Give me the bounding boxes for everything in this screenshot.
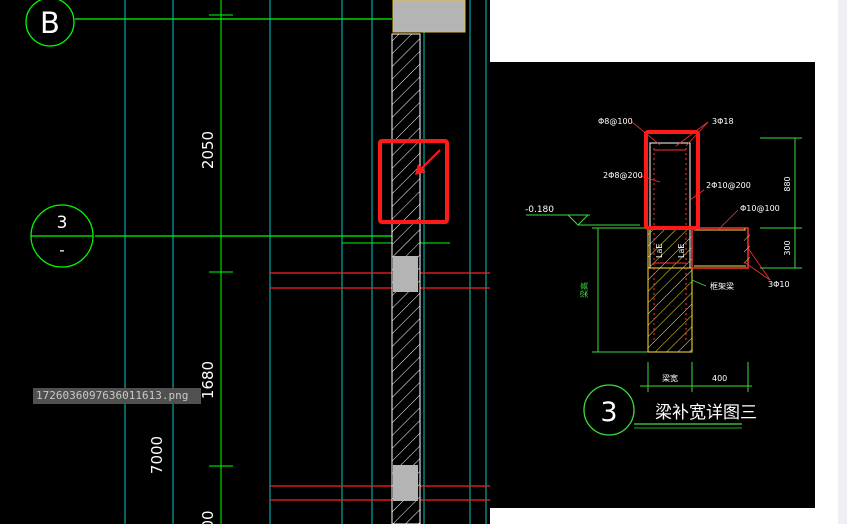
scrollbar-track[interactable] bbox=[838, 0, 847, 524]
highlight-arrow-head bbox=[415, 164, 426, 175]
side-slab-edge bbox=[744, 228, 750, 268]
detail-title-number: 3 bbox=[600, 397, 617, 428]
detail-ref-sheet: - bbox=[59, 241, 64, 259]
leader-line bbox=[691, 279, 707, 287]
grid-bubble-b bbox=[25, 0, 75, 47]
bottom-dim-left: 梁宽 bbox=[662, 373, 678, 383]
leader-line bbox=[747, 247, 771, 281]
white-gap bbox=[490, 0, 847, 62]
leader-line bbox=[639, 175, 661, 183]
label-frame-beam: 框架梁 bbox=[710, 281, 734, 291]
frame-beam-section bbox=[647, 267, 693, 353]
label-tie-top: Φ8@100 bbox=[598, 117, 633, 126]
column-block bbox=[393, 256, 418, 292]
dim-880: 880 bbox=[783, 176, 792, 191]
filename-tooltip: 1726036097636011613.png bbox=[33, 388, 201, 404]
lae-label-2: LaE bbox=[677, 244, 686, 258]
bottom-dim-right: 400 bbox=[712, 374, 727, 383]
label-rebar-bottom: 3Φ10 bbox=[768, 280, 790, 289]
elevation-triangle bbox=[566, 214, 590, 226]
label-rebar-top-right: 3Φ18 bbox=[712, 117, 734, 126]
label-stirrup-right-bottom: Φ10@100 bbox=[740, 204, 780, 213]
detail-title-text: 梁补宽详图三 bbox=[655, 403, 757, 423]
detail-title-bubble bbox=[583, 384, 635, 436]
beam-joint bbox=[647, 227, 693, 269]
detail-ref-number: 3 bbox=[57, 213, 68, 233]
label-stirrup-right: 2Φ10@200 bbox=[706, 181, 751, 190]
dim-1680: 1680 bbox=[199, 361, 217, 399]
grid-bubble-b-label: B bbox=[40, 6, 60, 40]
highlight-box-plan bbox=[378, 139, 449, 224]
leader-line bbox=[743, 261, 771, 281]
highlight-box-detail bbox=[644, 130, 700, 230]
dim-7000: 7000 bbox=[148, 436, 166, 474]
highlight-arrow bbox=[419, 149, 441, 171]
lae-label-1: LaE bbox=[655, 244, 664, 258]
column-block bbox=[393, 465, 418, 501]
elevation-text: -0.180 bbox=[525, 205, 554, 215]
dim-2050: 2050 bbox=[199, 131, 217, 169]
dim-cut: 00 bbox=[199, 510, 217, 524]
left-dim-label: 梁高 bbox=[579, 282, 589, 298]
dim-300: 300 bbox=[783, 240, 792, 255]
label-stirrup-mid: 2Φ8@200 bbox=[603, 171, 643, 180]
leader-line bbox=[717, 209, 739, 231]
column-block bbox=[392, 0, 466, 33]
